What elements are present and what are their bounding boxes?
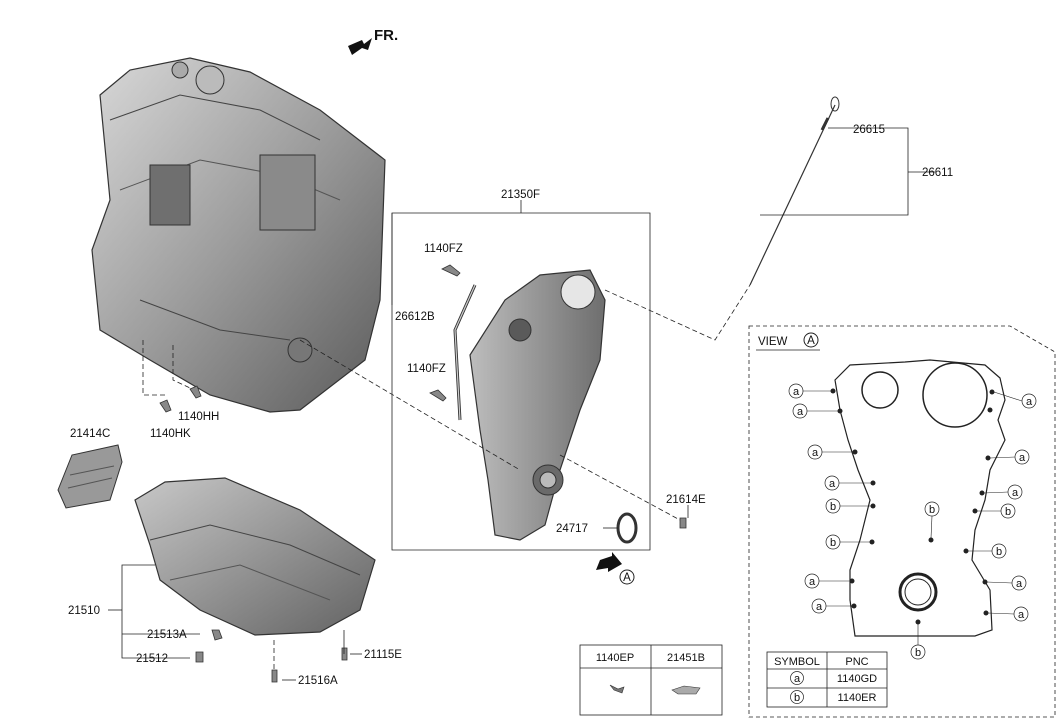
svg-text:b: b <box>830 537 836 549</box>
svg-text:a: a <box>1019 452 1026 464</box>
callout-21350F: 21350F <box>501 189 540 201</box>
callout-21516A: 21516A <box>298 675 338 687</box>
legend-header-symbol: SYMBOL <box>774 656 820 668</box>
callout-1140HH: 1140HH <box>178 411 219 423</box>
svg-text:b: b <box>996 546 1002 558</box>
svg-text:b: b <box>1005 506 1011 518</box>
svg-text:a: a <box>1016 578 1023 590</box>
callout-labels: 21350F 1140FZ 26612B 1140FZ 21614E 24717… <box>68 124 953 687</box>
legend-row-a-pnc: 1140GD <box>837 673 877 685</box>
svg-text:a: a <box>797 406 804 418</box>
callout-24717: 24717 <box>556 523 588 535</box>
svg-text:b: b <box>915 647 921 659</box>
svg-text:a: a <box>793 386 800 398</box>
baffle-illustration <box>57 444 123 509</box>
engine-block-illustration <box>91 57 386 413</box>
view-symbol-letters: a a a a b b a a b b a a a b b a a <box>793 386 1033 659</box>
view-marker-letter: A <box>623 572 631 584</box>
hardware-col-21451B: 21451B <box>667 652 705 664</box>
symbol-legend-table: SYMBOL PNC a 1140GD b 1140ER <box>766 651 888 708</box>
callout-21510: 21510 <box>68 605 100 617</box>
legend-row-b-pnc: 1140ER <box>838 692 877 704</box>
callout-21512: 21512 <box>136 653 168 665</box>
svg-text:a: a <box>829 478 836 490</box>
view-marker-circle <box>619 569 635 585</box>
svg-text:a: a <box>812 447 819 459</box>
view-arrow-icon <box>596 552 622 572</box>
oil-seal-illustration <box>616 512 638 544</box>
callout-1140FZ-bottom: 1140FZ <box>407 363 446 375</box>
leader-lines <box>108 127 935 681</box>
bolt-1140EP-icon <box>609 684 625 694</box>
callout-26611: 26611 <box>922 167 953 179</box>
svg-text:a: a <box>1012 487 1019 499</box>
hardware-table: 1140EP 21451B <box>579 644 723 716</box>
timing-cover-illustration <box>469 269 606 541</box>
legend-row-b-symbol: b <box>794 692 800 704</box>
bolts <box>159 264 687 683</box>
svg-text:b: b <box>929 504 935 516</box>
callout-26615: 26615 <box>853 124 885 136</box>
front-label: FR. <box>374 27 398 44</box>
view-title-letter: A <box>807 335 815 347</box>
svg-text:a: a <box>809 576 816 588</box>
callout-1140HK: 1140HK <box>150 428 191 440</box>
svg-text:a: a <box>1026 396 1033 408</box>
legend-row-a-symbol: a <box>794 673 801 685</box>
svg-text:b: b <box>830 501 836 513</box>
callout-21115E: 21115E <box>364 649 402 661</box>
callout-1140FZ-top: 1140FZ <box>424 243 463 255</box>
bracket-21451B-icon <box>671 685 701 695</box>
svg-text:a: a <box>816 601 823 613</box>
legend-header-pnc: PNC <box>845 656 868 668</box>
front-arrow-icon <box>348 38 372 55</box>
view-a-panel: VIEW A <box>748 325 1056 718</box>
dipstick-illustration <box>749 96 840 286</box>
callout-21614E: 21614E <box>666 494 706 506</box>
oil-pan-illustration <box>134 477 376 636</box>
callout-26612B: 26612B <box>395 311 435 323</box>
view-title: VIEW <box>758 336 788 348</box>
hardware-col-1140EP: 1140EP <box>596 652 634 664</box>
callout-21513A: 21513A <box>147 629 187 641</box>
svg-text:a: a <box>1018 609 1025 621</box>
callout-21414C: 21414C <box>70 428 110 440</box>
